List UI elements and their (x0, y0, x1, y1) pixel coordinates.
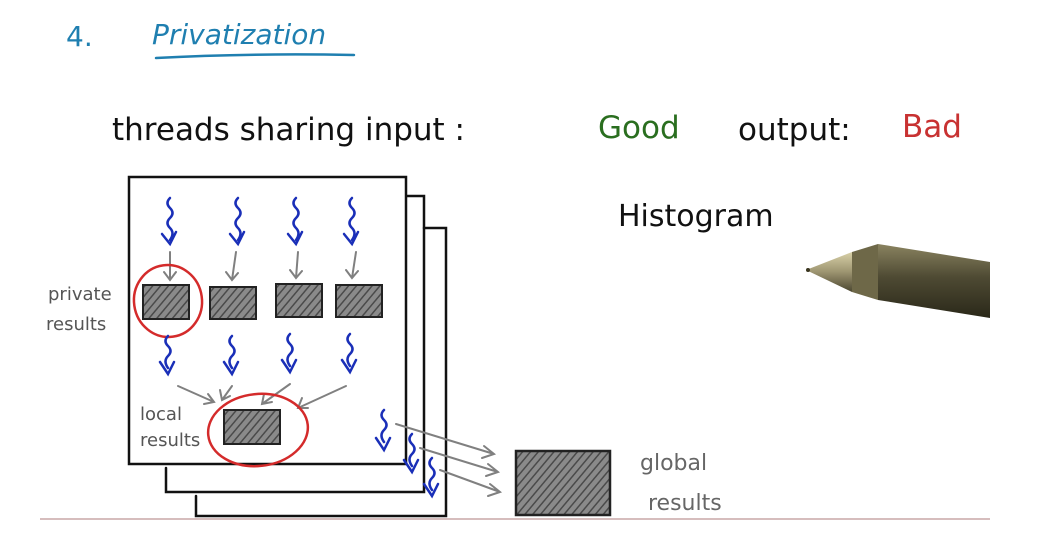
thread-1-top (160, 196, 178, 247)
thread-3-bottom (280, 332, 298, 375)
back-block-frame (194, 226, 448, 518)
private-label-line2: results (46, 314, 106, 335)
local-result-box (223, 409, 281, 445)
middle-block-frame (164, 194, 426, 494)
local-highlight-circle (206, 392, 310, 468)
heading-title: Privatization (152, 18, 326, 51)
block-threads (374, 408, 440, 499)
local-label-line1: local (140, 404, 182, 425)
histogram-label: Histogram (618, 199, 774, 234)
private-result-3 (275, 283, 323, 318)
block-thread-front (374, 408, 392, 453)
thread-3-top (286, 196, 304, 247)
global-label-line2: results (648, 491, 722, 516)
statement-good: Good (598, 110, 680, 146)
thread-row-top (160, 196, 360, 247)
block-thread-middle (402, 432, 420, 475)
pen-icon (806, 244, 990, 318)
private-label-line1: private (48, 284, 112, 305)
thread-2-bottom (222, 334, 240, 377)
thread-2-top (228, 196, 246, 247)
local-label-line2: results (140, 430, 200, 451)
block-thread-back (422, 456, 440, 499)
gray-arrows-global (395, 423, 503, 497)
heading-underline (154, 53, 356, 60)
private-result-2 (209, 286, 257, 320)
private-result-boxes (142, 283, 383, 320)
heading-number: 4. (66, 20, 93, 53)
private-result-1 (142, 284, 190, 320)
statement-lead: threads sharing input : (112, 112, 465, 148)
thread-4-bottom (340, 332, 358, 375)
private-result-4 (335, 284, 383, 318)
global-result-box (514, 449, 612, 517)
statement-mid: output: (738, 112, 851, 148)
private-highlight-circle (132, 263, 204, 339)
statement-bad: Bad (902, 109, 962, 145)
thread-1-bottom (158, 334, 176, 377)
global-label-line1: global (640, 451, 707, 476)
thread-row-bottom (158, 332, 358, 377)
thread-4-top (342, 196, 360, 247)
